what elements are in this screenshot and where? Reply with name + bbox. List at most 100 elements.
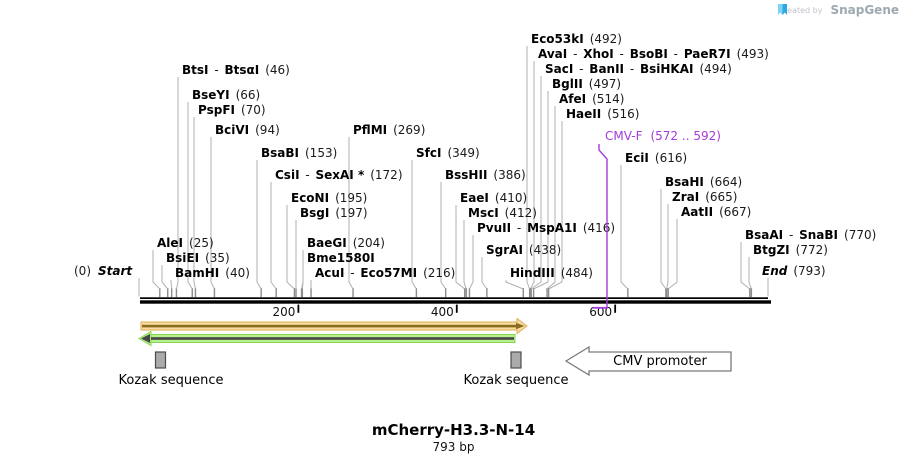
site-label-bglii[interactable]: BglII(497)	[552, 78, 621, 91]
site-label-btsi-bts-i[interactable]: BtsI - BtsαI(46)	[182, 64, 290, 77]
site-position: (94)	[255, 123, 280, 137]
site-label-eco53ki[interactable]: Eco53kI(492)	[531, 33, 622, 46]
site-position: (40)	[225, 266, 250, 280]
site-label-ecii[interactable]: EciI (616)	[625, 152, 687, 165]
site-label-zrai[interactable]: ZraI(665)	[672, 191, 737, 204]
site-tick-pspfi	[194, 288, 197, 298]
site-label-avai-xhoi-bsobi-paer7i[interactable]: AvaI - XhoI - BsoBI - PaeR7I(493)	[538, 48, 769, 61]
site-label-start[interactable]: (0)Start	[74, 265, 132, 278]
site-label-pvuii-mspa1i[interactable]: PvuII - MspA1I(416)	[477, 222, 615, 235]
site-connector-bsiei	[161, 265, 169, 290]
site-tick-bcivi	[213, 288, 216, 298]
forward-feature-arrow[interactable]	[140, 317, 528, 335]
site-label-bsahi[interactable]: BsaHI(664)	[665, 176, 742, 189]
site-label-bamhi[interactable]: BamHI(40)	[175, 267, 250, 280]
site-label-econi[interactable]: EcoNI (195)	[291, 192, 367, 205]
ruler-tick-400	[455, 304, 458, 313]
site-connector-saci	[530, 76, 542, 290]
site-position: (386)	[493, 168, 526, 182]
enzyme-name: PflMI	[353, 123, 388, 137]
site-label-pspfi[interactable]: PspFI(70)	[198, 104, 266, 117]
construct-length: 793 bp	[432, 440, 475, 454]
site-label-bme1580i[interactable]: Bme1580I	[307, 252, 375, 265]
site-position: (770)	[844, 228, 877, 242]
site-label-bsiei[interactable]: BsiEI (35)	[166, 252, 230, 265]
watermark: Created by SnapGene	[778, 3, 899, 17]
cmv-promoter-arrow[interactable]	[564, 345, 732, 377]
site-label-sgrai[interactable]: SgrAI(438)	[486, 244, 561, 257]
site-label-afei[interactable]: AfeI(514)	[559, 93, 624, 106]
sequence-line-bottom	[140, 300, 771, 304]
site-connector-alei	[152, 250, 161, 290]
enzyme-name: AcuI	[315, 266, 345, 280]
site-label-csii-sexai[interactable]: CsiI - SexAI *(172)	[275, 169, 403, 182]
site-position: (35)	[205, 251, 230, 265]
site-tick-bsshii	[444, 288, 447, 298]
site-position: (438)	[528, 243, 562, 257]
separator: -	[626, 62, 638, 76]
separator: -	[346, 266, 359, 280]
site-connector-pflmi	[348, 137, 354, 290]
site-connector-btgzi	[748, 257, 752, 290]
site-tick-econi	[293, 288, 296, 298]
enzyme-name: AatII	[681, 205, 714, 219]
site-position: (153)	[305, 146, 338, 160]
kozak-box-1[interactable]	[154, 351, 167, 369]
site-label-bsgi[interactable]: BsgI(197)	[300, 207, 368, 220]
enzyme-name: BseYI	[192, 88, 230, 102]
site-tick-bsiei	[167, 288, 169, 298]
site-label-msci[interactable]: MscI(412)	[468, 207, 537, 220]
enzyme-name: EciI	[625, 151, 649, 165]
site-connector-bsaai	[740, 242, 751, 290]
kozak-box-2[interactable]	[510, 351, 522, 369]
site-label-acui-eco57mi[interactable]: AcuI - Eco57MI(216)	[315, 267, 455, 280]
site-label-btgzi[interactable]: BtgZI(772)	[753, 244, 828, 257]
site-tick-btsi	[175, 288, 178, 298]
site-connector-econi	[286, 205, 295, 290]
site-label-alei[interactable]: AleI(25)	[157, 237, 214, 250]
site-label-sfci[interactable]: SfcI(349)	[416, 147, 480, 160]
site-label-pflmi[interactable]: PflMI(269)	[353, 124, 425, 137]
enzyme-name: BsiEI	[166, 251, 200, 265]
site-label-bcivi[interactable]: BciVI(94)	[215, 124, 280, 137]
site-label-bsaai-snabi[interactable]: BsaAI - SnaBI(770)	[745, 229, 876, 242]
site-position: (667)	[719, 205, 752, 219]
site-label-eaei[interactable]: EaeI(410)	[460, 192, 527, 205]
site-connector-avai	[529, 61, 535, 290]
site-label-haeii[interactable]: HaeII(516)	[566, 108, 640, 121]
kozak-label-2: Kozak sequence	[463, 373, 569, 388]
ruler-number-200: 200	[272, 305, 296, 319]
construct-title: mCherry-H3.3-N-14	[371, 421, 536, 439]
site-label-hindiii[interactable]: HindIII(484)	[510, 267, 593, 280]
site-tick-pflmi	[352, 288, 354, 298]
site-tick-eco53ki	[528, 288, 531, 298]
separator: -	[210, 63, 223, 77]
site-label-baegi[interactable]: BaeGI(204)	[307, 237, 385, 250]
reverse-feature-arrow[interactable]	[138, 330, 516, 347]
primer-name: CMV-F	[605, 129, 643, 143]
site-position: (492)	[589, 32, 622, 46]
site-connector-bsshii	[440, 182, 447, 290]
site-label-end[interactable]: End(793)	[762, 265, 826, 278]
primer-label-cmv-f[interactable]: CMV-F(572 .. 592)	[605, 130, 721, 143]
site-connector-btsi	[175, 77, 179, 290]
site-position: (616)	[654, 151, 688, 165]
ruler-number-400: 400	[430, 305, 454, 319]
site-label-aatii[interactable]: AatII (667)	[681, 206, 751, 219]
kozak-label-1: Kozak sequence	[118, 373, 224, 388]
enzyme-name: SexAI *	[315, 168, 365, 182]
site-position: (204)	[352, 236, 385, 250]
site-connector-ecii	[620, 165, 629, 290]
site-connector-bsahi	[660, 189, 667, 290]
site-label-saci-banii-bsihkai[interactable]: SacI - BanII - BsiHKAI(494)	[545, 63, 732, 76]
enzyme-name: EaeI	[460, 191, 489, 205]
site-label-bsshii[interactable]: BssHII(386)	[445, 169, 526, 182]
enzyme-name: BglII	[552, 77, 583, 91]
site-label-bsabi[interactable]: BsaBI(153)	[261, 147, 337, 160]
site-position: (349)	[447, 146, 480, 160]
site-label-bseyi[interactable]: BseYI(66)	[192, 89, 260, 102]
site-position: (195)	[335, 191, 368, 205]
site-position: (793)	[793, 264, 826, 278]
enzyme-name: EcoNI	[291, 191, 330, 205]
site-tick-avai	[529, 288, 532, 298]
